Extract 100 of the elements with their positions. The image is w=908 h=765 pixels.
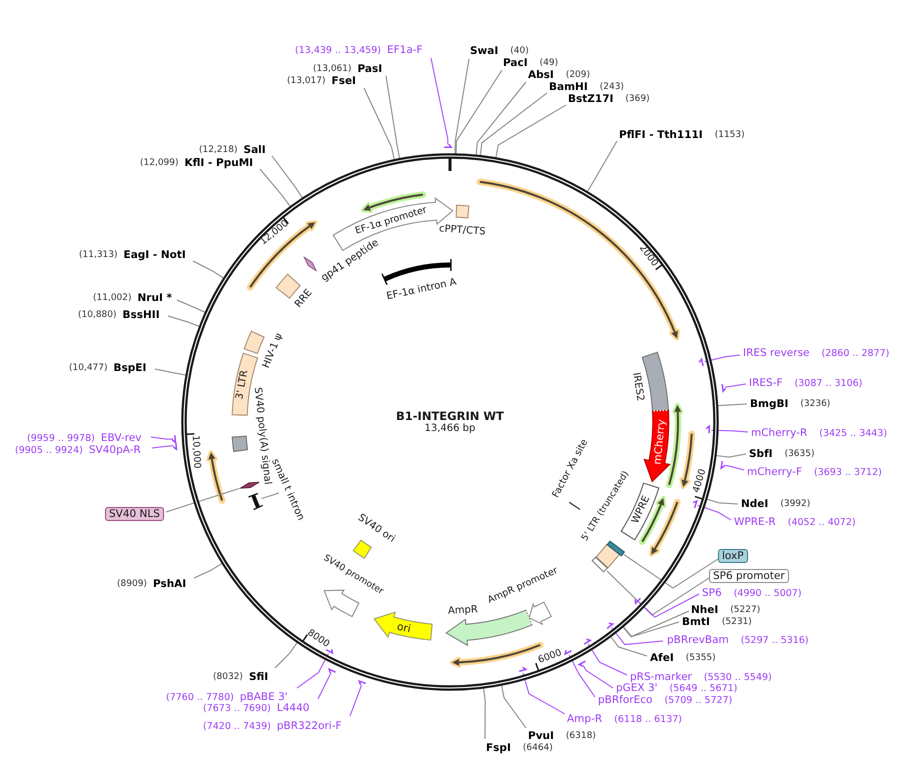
- cut-position: (13,017): [287, 76, 326, 86]
- primer-name: pRS-marker: [630, 672, 692, 682]
- enzyme-name: FspI: [486, 742, 511, 754]
- primer-name: pBRrevBam: [667, 634, 729, 646]
- plasmid-size: 13,466 bp: [424, 423, 476, 435]
- feature-tag: loxP: [718, 549, 748, 563]
- primer-name: mCherry-F: [747, 466, 802, 478]
- leader-line: [568, 654, 596, 698]
- cut-position: (3635): [784, 448, 814, 460]
- leader-line: [350, 684, 362, 716]
- leader-line: [623, 610, 690, 638]
- primer-position: (9959 .. 9978): [27, 432, 95, 444]
- primer-name: WPRE-R: [734, 516, 776, 528]
- leader-line: [724, 464, 744, 470]
- enzyme-name: BstZ17I: [568, 94, 614, 104]
- leader-line: [724, 384, 746, 388]
- enzyme-name: SfiI: [248, 672, 268, 682]
- leader-line: [480, 92, 548, 156]
- leader-line: [587, 140, 618, 192]
- leader-line: [272, 156, 303, 198]
- leader-line: [430, 58, 448, 145]
- primer-name: pBRforEco: [598, 694, 652, 706]
- leader-line: [192, 260, 224, 278]
- cut-position: (3236): [800, 398, 830, 410]
- leader-line: [154, 368, 186, 376]
- enzyme-name: BmtI: [682, 616, 710, 628]
- leader-line: [454, 58, 470, 154]
- primer-name: pBR322ori-F: [276, 720, 342, 732]
- feature-label: HIV-1 ψ: [260, 332, 286, 370]
- feature-band: [591, 556, 609, 574]
- leader-line: [318, 672, 332, 700]
- primer-position: (3425 .. 3443): [819, 428, 888, 438]
- cut-position: (40): [510, 46, 529, 56]
- leader-line: [611, 627, 664, 646]
- enzyme-name: SalI: [244, 144, 266, 156]
- leader-line: [176, 300, 206, 313]
- leader-line: [716, 454, 746, 458]
- leader-line: [260, 168, 291, 207]
- primer-position: (5649 .. 5671): [670, 682, 738, 694]
- enzyme-name: PvuI: [528, 730, 554, 742]
- leader-line: [610, 636, 648, 656]
- leader-line: [697, 504, 732, 520]
- leader-line: [456, 70, 502, 154]
- feature-tag: SP6 promoter: [709, 569, 789, 583]
- leader-line: [623, 554, 718, 589]
- feature-label: cPPT/CTS: [438, 223, 486, 239]
- feature-label: AmpR: [448, 604, 478, 618]
- enzyme-name: PshAI: [152, 578, 186, 590]
- enzyme-name: SwaI: [470, 46, 498, 56]
- leader-line: [606, 570, 710, 616]
- enzyme-name: PacI: [503, 58, 528, 68]
- leader-line: [386, 76, 400, 159]
- primer-position: (13,439 .. 13,459): [295, 44, 381, 56]
- enzyme-name: BspEI: [114, 362, 146, 374]
- primer-name: pBABE 3': [240, 692, 288, 702]
- enzyme-name: NdeI: [741, 498, 768, 510]
- leader-line: [150, 436, 174, 440]
- primer-position: (6118 .. 6137): [614, 714, 682, 724]
- leader-line: [638, 594, 700, 618]
- primer-position: (5530 .. 5549): [704, 672, 772, 682]
- leader-line: [622, 622, 680, 638]
- enzyme-name: PasI: [358, 64, 382, 74]
- cut-position: (10,880): [78, 310, 117, 320]
- primer-name: L4440: [276, 702, 310, 714]
- feature-band: [606, 540, 626, 557]
- enzyme-name: AfeI: [650, 652, 674, 664]
- leader-line: [704, 354, 740, 362]
- primer-position: (7760 .. 7780): [166, 692, 234, 702]
- cut-position: (5231): [722, 616, 752, 628]
- feature-tag: SV40 NLS: [105, 507, 164, 521]
- primer-position: (5709 .. 5727): [664, 694, 732, 706]
- enzyme-name: BmgBI: [750, 398, 788, 410]
- enzyme-name: AbsI: [528, 70, 554, 80]
- cut-position: (12,099): [140, 158, 179, 168]
- leader-line: [274, 642, 298, 668]
- primer-position: (3087 .. 3106): [794, 378, 862, 388]
- cut-position: (49): [540, 58, 558, 68]
- primer-name: IRES reverse: [743, 348, 810, 358]
- leader-line: [168, 316, 200, 327]
- leader-line: [582, 664, 614, 688]
- cut-position: (11,313): [79, 250, 118, 260]
- primer-name: Amp-R: [567, 714, 602, 724]
- cut-position: (6318): [566, 730, 596, 742]
- primer-name: SP6: [702, 588, 722, 598]
- enzyme-name: BamHI: [549, 82, 588, 92]
- cut-position: (11,002): [93, 292, 132, 304]
- primer-name: SV40pA-R: [88, 444, 141, 456]
- primer-name: IRES-F: [749, 378, 783, 388]
- feature-label: 3' LTR: [234, 368, 252, 400]
- leader-line: [501, 684, 526, 728]
- cut-position: (8032): [213, 672, 243, 682]
- primer-position: (7420 .. 7439): [203, 720, 271, 732]
- scale-label: 6000: [536, 647, 564, 667]
- cut-position: (1153): [714, 130, 745, 140]
- enzyme-name: FseI: [332, 76, 356, 86]
- leader-line: [194, 563, 222, 578]
- cut-position: (243): [600, 82, 624, 92]
- leader-line: [706, 498, 738, 504]
- leader-line: [483, 688, 486, 740]
- cut-position: (8909): [117, 578, 147, 590]
